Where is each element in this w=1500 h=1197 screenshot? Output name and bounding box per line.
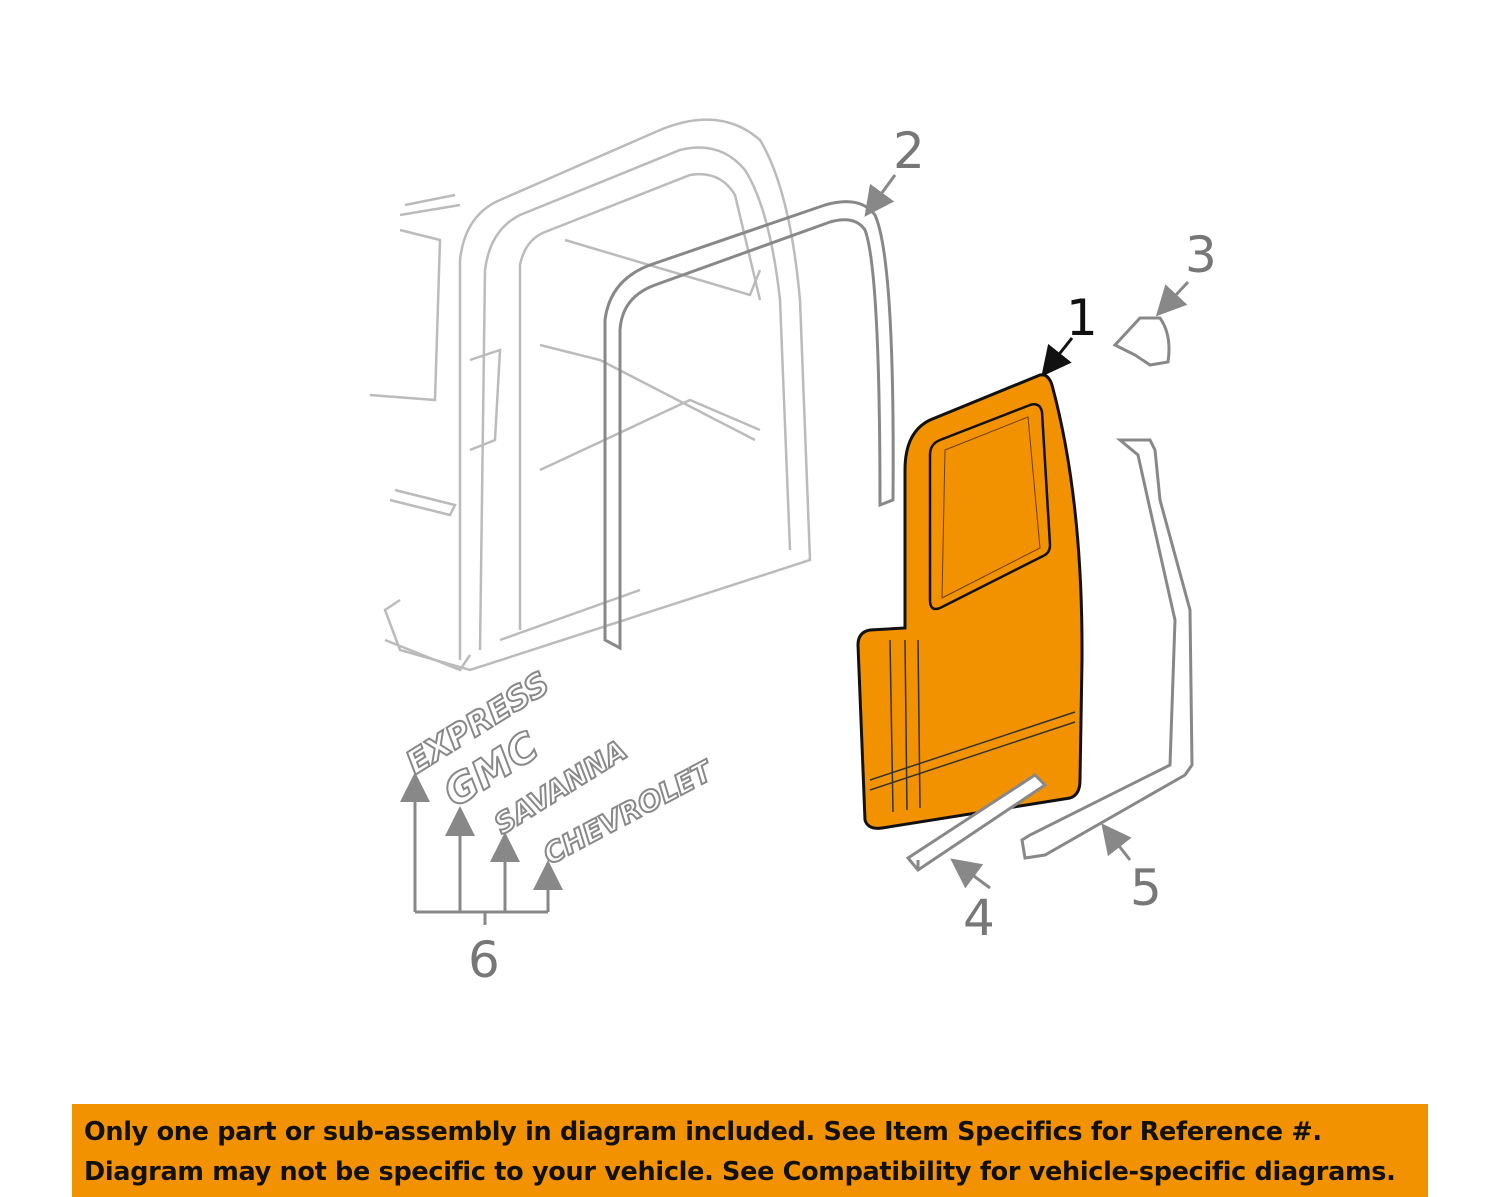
callout-3[interactable]: 3 <box>1185 226 1217 284</box>
part-4-sill-plate[interactable] <box>905 773 1048 872</box>
part-2-weatherstrip[interactable] <box>603 200 895 651</box>
callout-1[interactable]: 1 <box>1066 289 1098 347</box>
part-5-seal[interactable] <box>1020 438 1194 860</box>
callout-2[interactable]: 2 <box>893 122 925 180</box>
vehicle-body <box>369 118 812 672</box>
callout-6[interactable]: 6 <box>468 931 500 989</box>
part-3-hinge-cover[interactable] <box>1112 316 1171 367</box>
part-6-emblems[interactable]: EXPRESS GMC SAVANNA CHEVROLET <box>398 663 720 872</box>
parts-diagram: EXPRESS GMC SAVANNA CHEVROLET 1 2 3 4 5 … <box>369 118 1217 989</box>
callout-4[interactable]: 4 <box>963 889 995 947</box>
disclaimer-banner: Only one part or sub-assembly in diagram… <box>72 1104 1428 1197</box>
disclaimer-line-2: Diagram may not be specific to your vehi… <box>84 1157 1396 1187</box>
callout-5[interactable]: 5 <box>1130 859 1162 917</box>
disclaimer-line-1: Only one part or sub-assembly in diagram… <box>84 1117 1322 1147</box>
part-1-door[interactable] <box>856 373 1084 830</box>
leader-lines <box>400 174 1190 925</box>
